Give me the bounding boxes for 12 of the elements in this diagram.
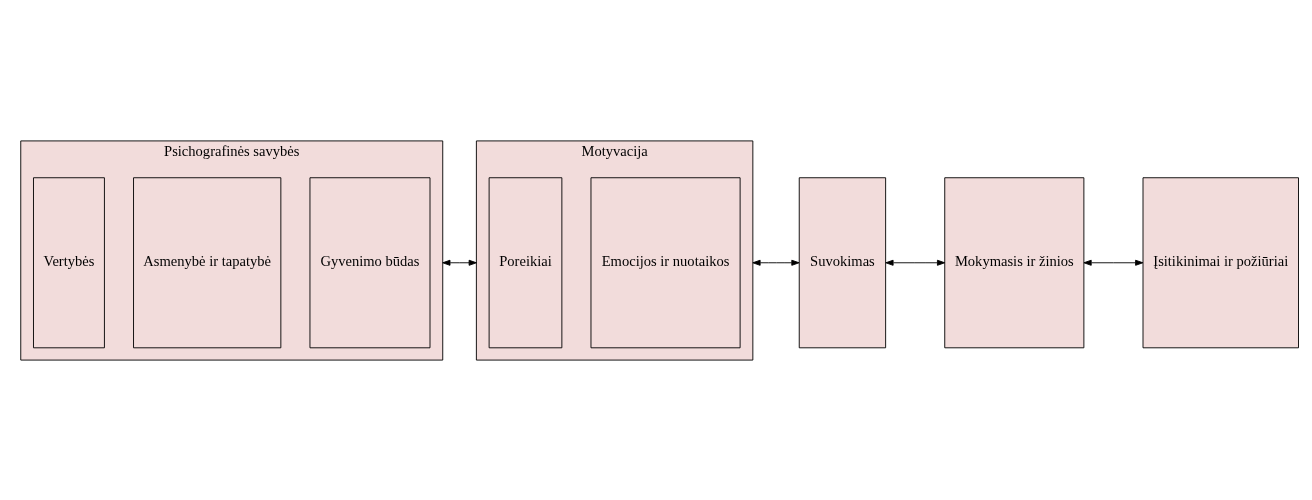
node-box: Suvokimas [798,176,887,348]
node-box: Asmenybė ir tapatybė [133,176,282,348]
node-box: Įsitikinimai ir požiūriai [1142,176,1299,348]
arrow [442,259,477,266]
arrow [752,259,800,266]
node-box: Mokymasis ir žinios [944,176,1085,348]
node-box: Emocijos ir nuotaikos [590,176,741,348]
node-box: Poreikiai [488,176,563,348]
arrow [1083,259,1144,266]
node-box: Gyvenimo būdas [309,176,431,348]
arrow [885,259,946,266]
node-box: Vertybės [33,176,105,348]
